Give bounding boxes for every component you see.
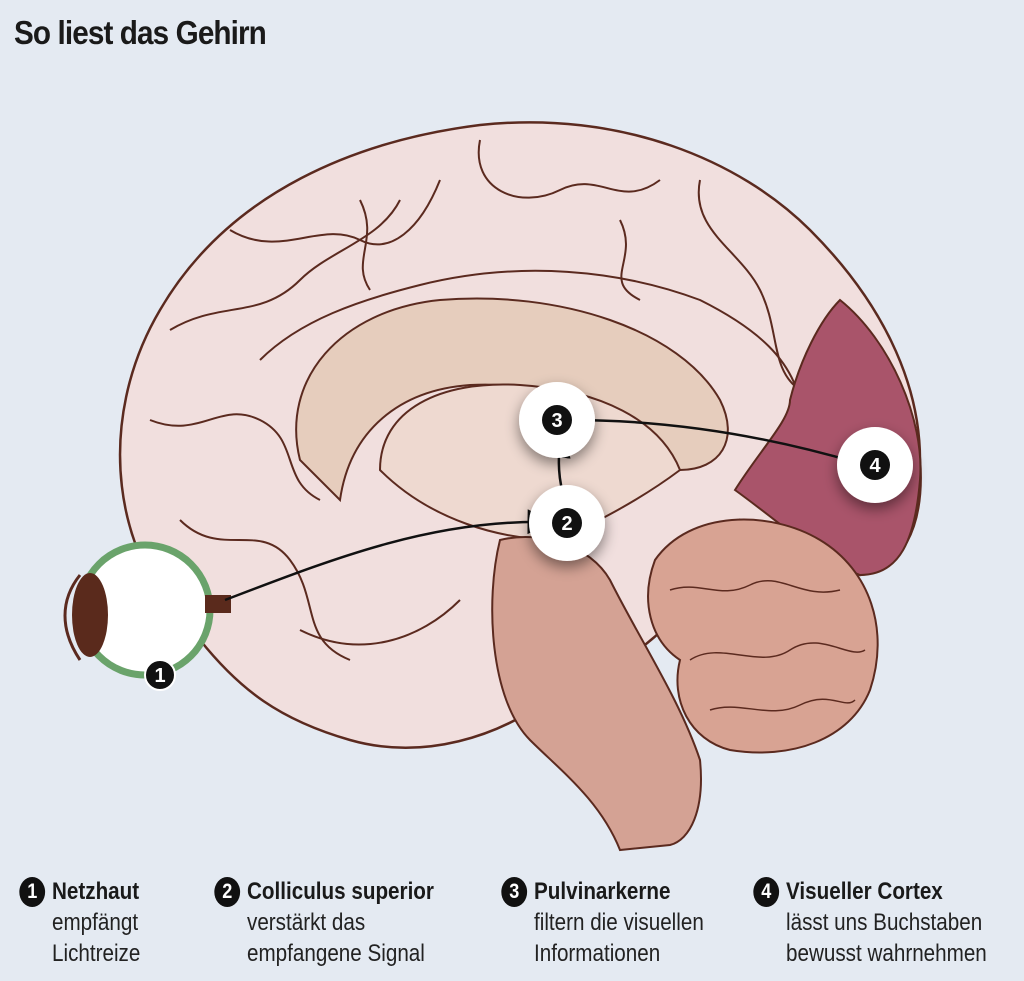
legend-desc: lässt uns Buchstaben xyxy=(786,909,983,936)
number-badge: 3 xyxy=(501,876,528,907)
legend-desc: Lichtreize xyxy=(52,940,141,967)
marker-4: 4 xyxy=(837,427,913,503)
legend-desc: verstärkt das xyxy=(247,909,366,936)
number-badge: 1 xyxy=(19,876,46,907)
marker-2: 2 xyxy=(529,485,605,561)
marker-3: 3 xyxy=(519,382,595,458)
legend-desc: bewusst wahrnehmen xyxy=(786,940,987,967)
legend-desc: Informationen xyxy=(534,940,661,967)
legend-desc: empfängt xyxy=(52,909,139,936)
svg-text:2: 2 xyxy=(561,513,572,535)
thalamus-region xyxy=(378,383,682,542)
brainstem xyxy=(491,536,702,852)
legend-desc: empfangene Signal xyxy=(247,940,425,967)
cerebellum xyxy=(647,518,879,754)
brain-diagram: 1 2 3 4 xyxy=(63,121,922,852)
arrow-1-to-2 xyxy=(224,509,553,602)
svg-text:4: 4 xyxy=(869,455,881,477)
marker-1: 1 xyxy=(144,659,176,691)
number-badge: 2 xyxy=(214,876,241,907)
number-badge: 4 xyxy=(753,876,780,907)
legend-title: Pulvinarkerne xyxy=(534,878,671,905)
legend-title: Netzhaut xyxy=(52,878,140,905)
legend-title: Colliculus superior xyxy=(247,878,434,905)
arrow-3-to-4 xyxy=(569,418,866,471)
page-title: So liest das Gehirn xyxy=(14,14,267,51)
gyri-lines xyxy=(149,139,801,661)
corpus-callosum xyxy=(295,297,729,503)
svg-text:1: 1 xyxy=(154,665,165,687)
legend-title: Visueller Cortex xyxy=(786,878,943,905)
svg-text:3: 3 xyxy=(551,410,562,432)
legend-desc: filtern die visuellen xyxy=(534,909,704,936)
cerebellum-folds xyxy=(669,580,866,712)
